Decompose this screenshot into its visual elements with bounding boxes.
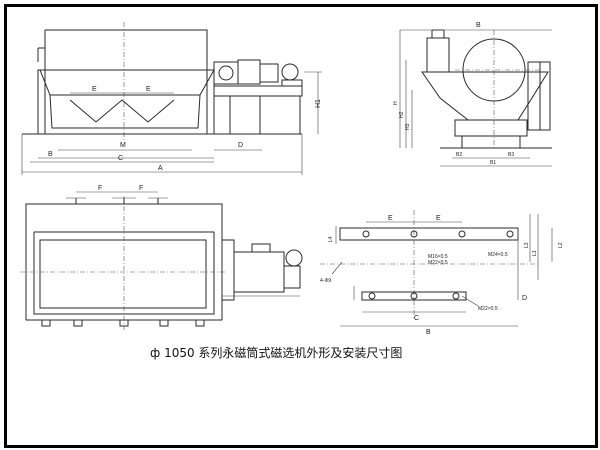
top-drum [39, 239, 207, 309]
front-label-h1: H1 [315, 99, 322, 108]
fd-note-1: M16×0.5 [428, 254, 448, 260]
fd-label-e2: E [436, 215, 441, 222]
side-label-h3: H3 [405, 123, 411, 130]
fd-note-3: M24×0.5 [488, 252, 508, 258]
top-label-f2: F [139, 185, 143, 192]
figure-frame [4, 4, 598, 448]
top-frame [25, 203, 223, 321]
tank [39, 69, 215, 129]
front-label-d: D [238, 142, 243, 149]
top-view: F F [20, 185, 303, 330]
fd-label-l2: L2 [558, 242, 564, 248]
front-label-a: A [158, 165, 163, 172]
fd-label-phi: 4-Φ9 [320, 278, 331, 284]
tailings-trough [69, 99, 175, 123]
front-label-m: M [120, 142, 126, 149]
fd-label-d: D [522, 295, 527, 302]
side-label-b1: B1 [490, 160, 496, 166]
front-label-c: C [118, 155, 123, 162]
drum-housing [44, 29, 208, 71]
fd-note-4: M22×0.5 [478, 306, 498, 312]
foundation-top-bar [339, 227, 519, 241]
front-label-e1: E [92, 86, 97, 93]
side-label-b3: B3 [508, 152, 514, 158]
fd-label-b: B [426, 329, 431, 336]
side-label-h: H [393, 101, 399, 105]
fd-label-l4: L4 [328, 236, 334, 242]
figure-caption: ф 1050 系列永磁筒式磁选机外形及安装尺寸图 [150, 345, 402, 360]
fd-label-l1: L1 [532, 250, 538, 256]
fd-label-e1: E [388, 215, 393, 222]
side-label-b2: B2 [456, 152, 462, 158]
fd-label-l3: L3 [524, 242, 530, 248]
leg-right [206, 69, 215, 135]
motor [213, 61, 239, 85]
side-view: B B2 B3 B1 H H2 H3 [393, 22, 552, 167]
top-motor [233, 251, 285, 293]
side-label-b-top: B [476, 22, 481, 29]
feed-box [426, 37, 450, 73]
top-label-f1: F [98, 185, 102, 192]
gear-reducer [281, 63, 299, 81]
fd-label-c: C [414, 315, 419, 322]
side-tank [421, 71, 549, 121]
side-label-h2: H2 [399, 111, 405, 118]
front-view: E E M D B C A H1 [21, 22, 322, 175]
foundation-plan: E E L3 L1 L2 L4 4-Φ9 M16×0.5 M22×0.5 M24… [320, 210, 564, 336]
fd-note-2: M22×0.5 [428, 260, 448, 266]
front-label-b: B [48, 151, 53, 158]
front-label-e2: E [146, 86, 151, 93]
